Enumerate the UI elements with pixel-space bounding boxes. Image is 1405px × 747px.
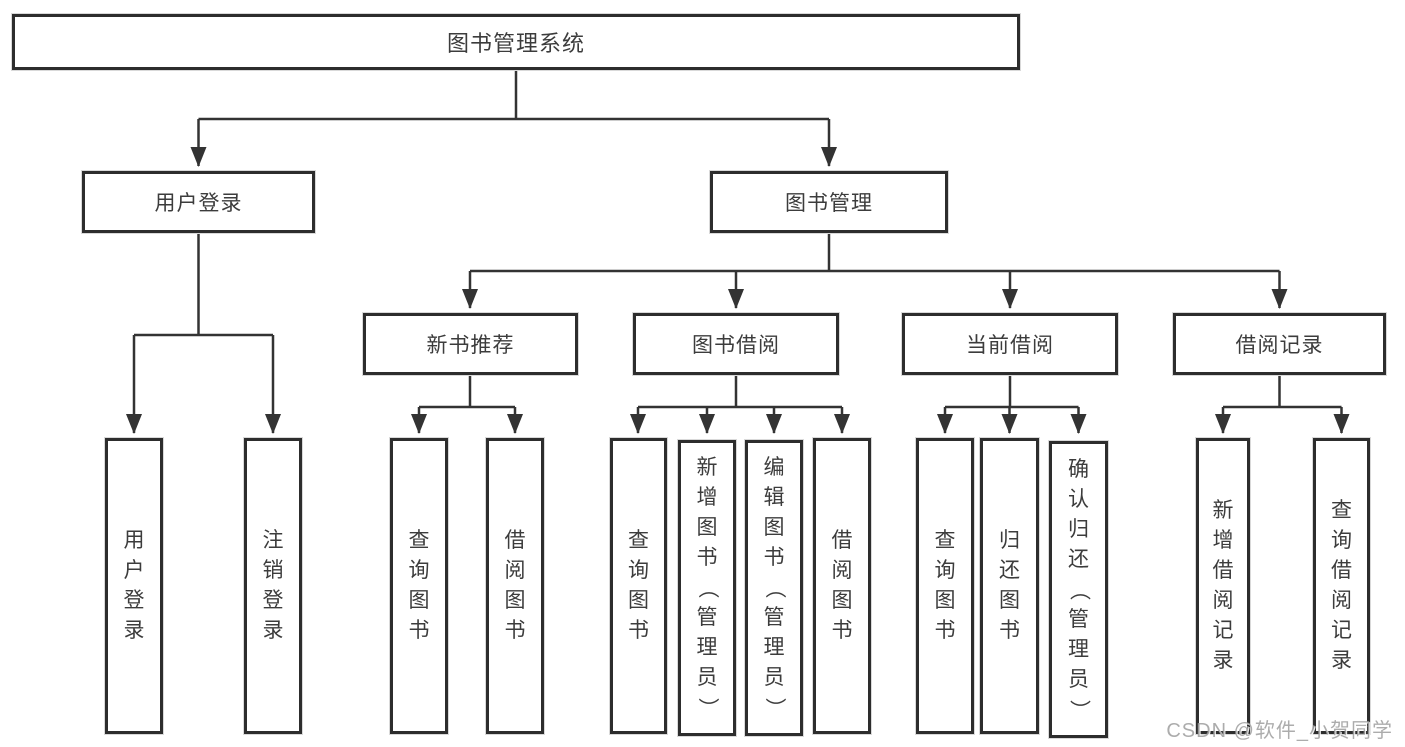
leaf-user-login: 用户登录 bbox=[105, 438, 163, 734]
leaf-borrow-add-books-admin: 新增图书（管理员） bbox=[678, 440, 736, 736]
leaf-borrow-borrow-books: 借阅图书 bbox=[813, 438, 871, 734]
node-current-borrow: 当前借阅 bbox=[902, 313, 1118, 375]
leaf-current-query-books: 查询图书 bbox=[916, 438, 974, 734]
node-new-book-recommend: 新书推荐 bbox=[363, 313, 578, 375]
connector-userlogin-bus bbox=[134, 233, 273, 337]
leaf-record-query-borrow-record: 查询借阅记录 bbox=[1313, 438, 1370, 734]
leaf-borrow-edit-books-admin: 编辑图书（管理员） bbox=[745, 440, 803, 736]
node-user-login: 用户登录 bbox=[82, 171, 315, 233]
node-borrow-record: 借阅记录 bbox=[1173, 313, 1386, 375]
node-book-borrow: 图书借阅 bbox=[633, 313, 839, 375]
node-root-system: 图书管理系统 bbox=[12, 14, 1020, 70]
leaf-record-add-borrow-record: 新增借阅记录 bbox=[1196, 438, 1250, 734]
connector-bookborrow-bus bbox=[638, 375, 842, 409]
connector-currentborrow-bus bbox=[945, 375, 1079, 409]
connector-newbookrec-bus bbox=[419, 375, 515, 409]
leaf-logout: 注销登录 bbox=[244, 438, 302, 734]
leaf-borrow-query-books: 查询图书 bbox=[610, 438, 667, 734]
node-book-management: 图书管理 bbox=[710, 171, 948, 233]
connector-bookmgmt-bus bbox=[470, 234, 1280, 273]
leaf-recommend-borrow-books: 借阅图书 bbox=[486, 438, 544, 734]
leaf-current-return-books: 归还图书 bbox=[980, 438, 1039, 734]
leaf-current-confirm-return-admin: 确认归还（管理员） bbox=[1049, 441, 1108, 738]
connector-borrowrecord-bus bbox=[1223, 375, 1342, 409]
leaf-recommend-query-books: 查询图书 bbox=[390, 438, 448, 734]
connector-root-bus bbox=[198, 70, 829, 121]
